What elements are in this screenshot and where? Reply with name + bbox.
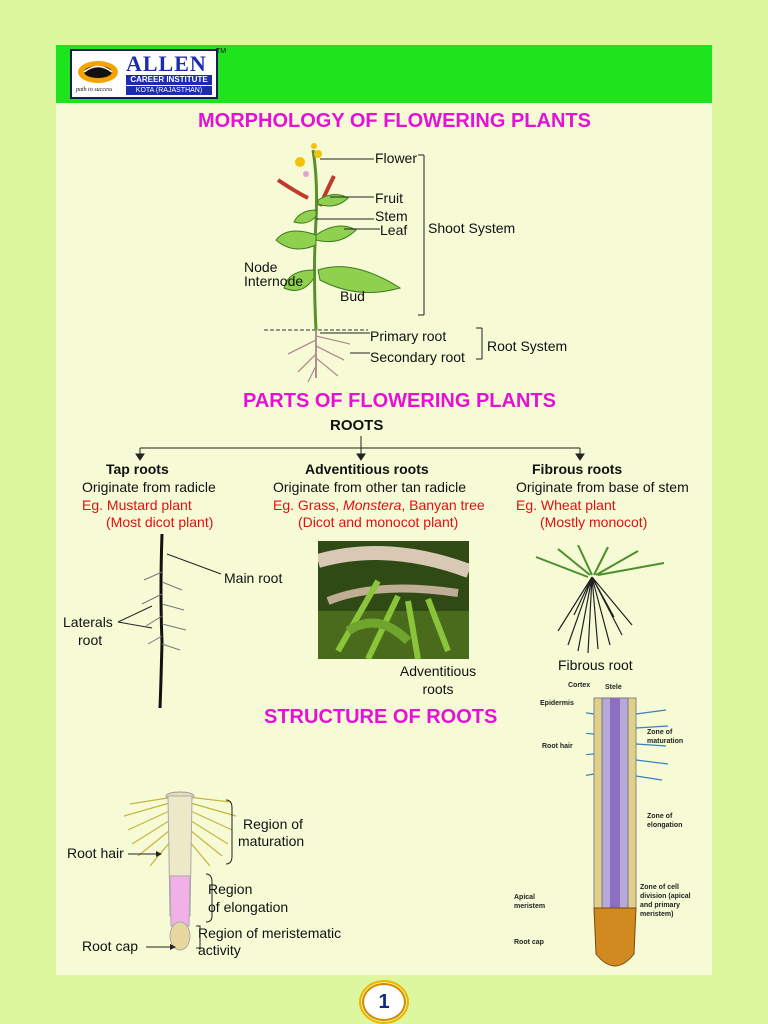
adventitious-root-photo [318, 541, 469, 659]
fibrous-heading: Fibrous roots [532, 461, 623, 477]
root-section-illustration [586, 697, 669, 967]
adventitious-example: Eg. Grass, Monstera, Banyan tree [273, 497, 485, 513]
main-root-pointer [166, 553, 222, 575]
root-cap-pointer [146, 944, 176, 950]
root-regions-illustration [123, 791, 237, 951]
label-zone-maturation: Zone of [647, 729, 673, 736]
adventitious-example-suffix: , Banyan tree [401, 497, 485, 513]
label-cortex: Cortex [568, 682, 591, 689]
label-secondary-root: Secondary root [370, 349, 465, 365]
fibrous-root-illustration [535, 545, 665, 654]
logo-subtitle: CAREER INSTITUTE [126, 75, 212, 85]
label-shoot-system: Shoot System [428, 220, 516, 236]
taproot-heading: Tap roots [106, 461, 169, 477]
taproot-note: (Most dicot plant) [106, 514, 214, 530]
label-adventitious: Adventitious [399, 663, 477, 679]
label-zone-cell-division-4: meristem) [640, 911, 674, 918]
adventitious-origin: Originate from other tan radicle [273, 479, 466, 495]
taproot-example: Eg. Mustard plant [82, 497, 192, 513]
root-hair-pointer [128, 851, 162, 857]
label-section-root-hair: Root hair [542, 743, 573, 750]
allen-logo: ALLEN CAREER INSTITUTE KOTA (RAJASTHAN) … [70, 49, 218, 99]
label-root-system: Root System [487, 338, 568, 354]
label-epidermis: Epidermis [540, 700, 574, 707]
root-regions-brackets [196, 799, 233, 949]
adventitious-photo-art [318, 541, 469, 659]
fibrous-origin: Originate from base of stem [516, 479, 689, 495]
taproot-illustration [141, 533, 187, 709]
label-region-meristematic: Region of meristematic [198, 925, 342, 941]
parts-title: PARTS OF FLOWERING PLANTS [243, 390, 556, 412]
label-zone-elongation-2: elongation [647, 822, 683, 829]
label-flower: Flower [375, 150, 418, 166]
fibrous-note: (Mostly monocot) [540, 514, 648, 530]
fibrous-example: Eg. Wheat plant [516, 497, 616, 513]
logo-location: KOTA (RAJASTHAN) [126, 86, 212, 95]
label-zone-cell-division-2: division (apical [640, 893, 691, 900]
logo-brand-text: ALLEN [126, 51, 207, 76]
label-zone-elongation: Zone of [647, 813, 673, 820]
flowering-plant-illustration [264, 143, 402, 383]
label-primary-root: Primary root [370, 328, 447, 344]
taproot-origin: Originate from radicle [82, 479, 216, 495]
label-region-maturation-2: maturation [238, 833, 305, 849]
label-root-cap: Root cap [82, 938, 139, 954]
page-number: 1 [359, 980, 409, 1024]
label-apical-meristem: Apical [514, 894, 536, 901]
label-region-elongation-2: of elongation [208, 899, 289, 915]
label-root-hair: Root hair [67, 845, 124, 861]
adventitious-heading: Adventitious roots [305, 461, 429, 477]
label-zone-cell-division-3: and primary [640, 902, 681, 909]
plant-label-pointers [316, 154, 483, 360]
label-laterals-root: root [78, 632, 103, 648]
label-fibrous-root: Fibrous root [558, 657, 633, 673]
laterals-pointer [117, 605, 153, 629]
roots-tree-connector [135, 436, 585, 461]
label-internode: Internode [244, 273, 304, 289]
label-main-root: Main root [224, 570, 283, 586]
label-region-elongation: Region [208, 881, 253, 897]
label-leaf: Leaf [380, 222, 408, 238]
adventitious-example-prefix: Eg. Grass, [273, 497, 344, 513]
label-region-maturation: Region of [243, 816, 303, 832]
roots-heading: ROOTS [330, 417, 384, 434]
adventitious-note: (Dicot and monocot plant) [298, 514, 459, 530]
label-adventitious-roots: roots [422, 681, 454, 697]
logo-tagline: path to success [76, 87, 113, 93]
label-region-meristematic-2: activity [198, 942, 241, 958]
label-laterals: Laterals [63, 614, 113, 630]
label-zone-cell-division: Zone of cell [640, 884, 679, 891]
adventitious-example-italic: Monstera [343, 497, 402, 513]
label-zone-maturation-2: maturation [647, 738, 684, 745]
label-bud: Bud [340, 288, 365, 304]
structure-title: STRUCTURE OF ROOTS [264, 706, 498, 728]
morphology-title: MORPHOLOGY OF FLOWERING PLANTS [198, 110, 591, 132]
logo-emblem-icon [78, 61, 118, 83]
label-apical-meristem-2: meristem [514, 903, 546, 910]
label-section-root-cap: Root cap [514, 939, 544, 946]
label-stele: Stele [605, 684, 622, 691]
label-stem: Stem [375, 208, 408, 224]
label-fruit: Fruit [375, 190, 403, 206]
trademark-mark: TM [216, 48, 227, 55]
label-node: Node [244, 259, 278, 275]
